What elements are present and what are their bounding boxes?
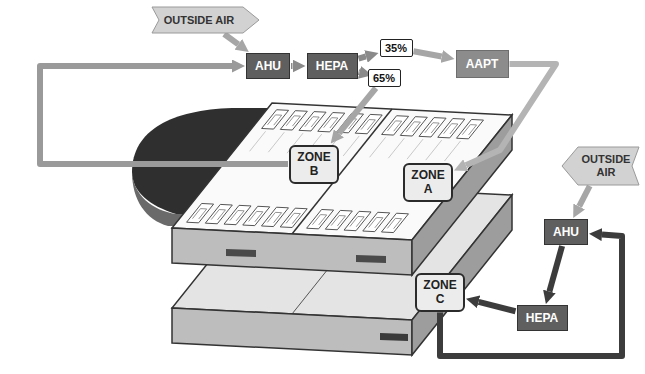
air-duct	[440, 235, 622, 356]
return-vent	[356, 255, 386, 263]
vent-grille	[387, 218, 401, 228]
air-duct	[291, 63, 293, 69]
air-duct	[224, 34, 238, 44]
node-text: ZONE A	[411, 168, 444, 197]
hepa-box: HEPA	[307, 53, 358, 79]
vent	[456, 119, 483, 138]
hepa-box: HEPA	[517, 305, 568, 331]
vent-grille	[462, 125, 476, 135]
floor-top	[172, 103, 512, 240]
room-line	[250, 131, 266, 151]
air-duct	[359, 56, 366, 58]
vent-grille	[211, 210, 225, 220]
vent	[280, 208, 307, 227]
vent-grille	[369, 217, 383, 227]
vent-grille	[331, 216, 345, 226]
node-text: OUTSIDE AIR	[164, 14, 235, 26]
vent-grille	[286, 116, 300, 126]
air-duct	[414, 51, 442, 56]
vent-grille	[324, 118, 338, 128]
node-text: ZONE C	[423, 278, 456, 307]
vent-grille	[249, 211, 263, 221]
vent-grille	[230, 210, 244, 220]
node-text: AHU	[553, 225, 579, 239]
node-text: 35%	[385, 42, 408, 54]
room-line	[407, 139, 423, 159]
air-duct	[579, 186, 590, 206]
aapt-box: AAPT	[456, 50, 509, 78]
arrow-outline	[152, 7, 259, 33]
vent-grille	[425, 123, 439, 133]
vent-grille	[387, 121, 401, 131]
return-vent	[380, 333, 408, 341]
vent-grille	[192, 209, 206, 219]
node-text: AHU	[255, 59, 281, 73]
node-text: HEPA	[316, 59, 349, 73]
vent-grille	[312, 215, 326, 225]
floor-front	[172, 308, 412, 355]
ahu-box: AHU	[246, 53, 290, 79]
vent-grille	[286, 213, 300, 223]
room-line	[444, 141, 460, 161]
room-line	[268, 132, 284, 152]
zone-label: ZONE C	[415, 273, 465, 312]
vent-grille	[361, 120, 375, 130]
vent-grille	[305, 117, 319, 127]
floor-front	[172, 228, 412, 275]
air-duct	[339, 88, 376, 133]
vent-grille	[350, 216, 364, 226]
arrow-outline	[562, 147, 639, 185]
room-line	[426, 140, 442, 160]
node-text: OUTSIDE AIR	[582, 153, 631, 178]
vent	[355, 114, 382, 133]
ceiling-vents	[187, 110, 484, 233]
zone-label: ZONE A	[403, 163, 453, 202]
floor-side	[412, 115, 512, 275]
node-text: ZONE B	[297, 150, 330, 179]
vent	[381, 213, 408, 232]
split-percent: 35%	[380, 39, 413, 57]
ahu-box: AHU	[544, 219, 588, 245]
zone-label: ZONE B	[289, 145, 339, 184]
air-duct	[40, 66, 288, 164]
split-percent: 65%	[368, 69, 401, 87]
node-text: AAPT	[466, 57, 499, 71]
vent-grille	[267, 212, 281, 222]
air-duct	[479, 302, 516, 311]
room-line	[370, 137, 386, 157]
room-line	[343, 136, 359, 156]
return-vent	[226, 249, 256, 257]
air-intake-arrow: OUTSIDE AIR	[152, 7, 259, 33]
node-text: HEPA	[526, 311, 559, 325]
node-text: 65%	[373, 72, 396, 84]
air-intake-arrow: OUTSIDE AIR	[562, 147, 639, 185]
air-duct	[549, 246, 562, 291]
vent-grille	[406, 122, 420, 132]
vent-grille	[444, 124, 458, 134]
room-line	[388, 138, 404, 158]
vent-grille	[267, 115, 281, 125]
air-duct	[466, 64, 556, 165]
